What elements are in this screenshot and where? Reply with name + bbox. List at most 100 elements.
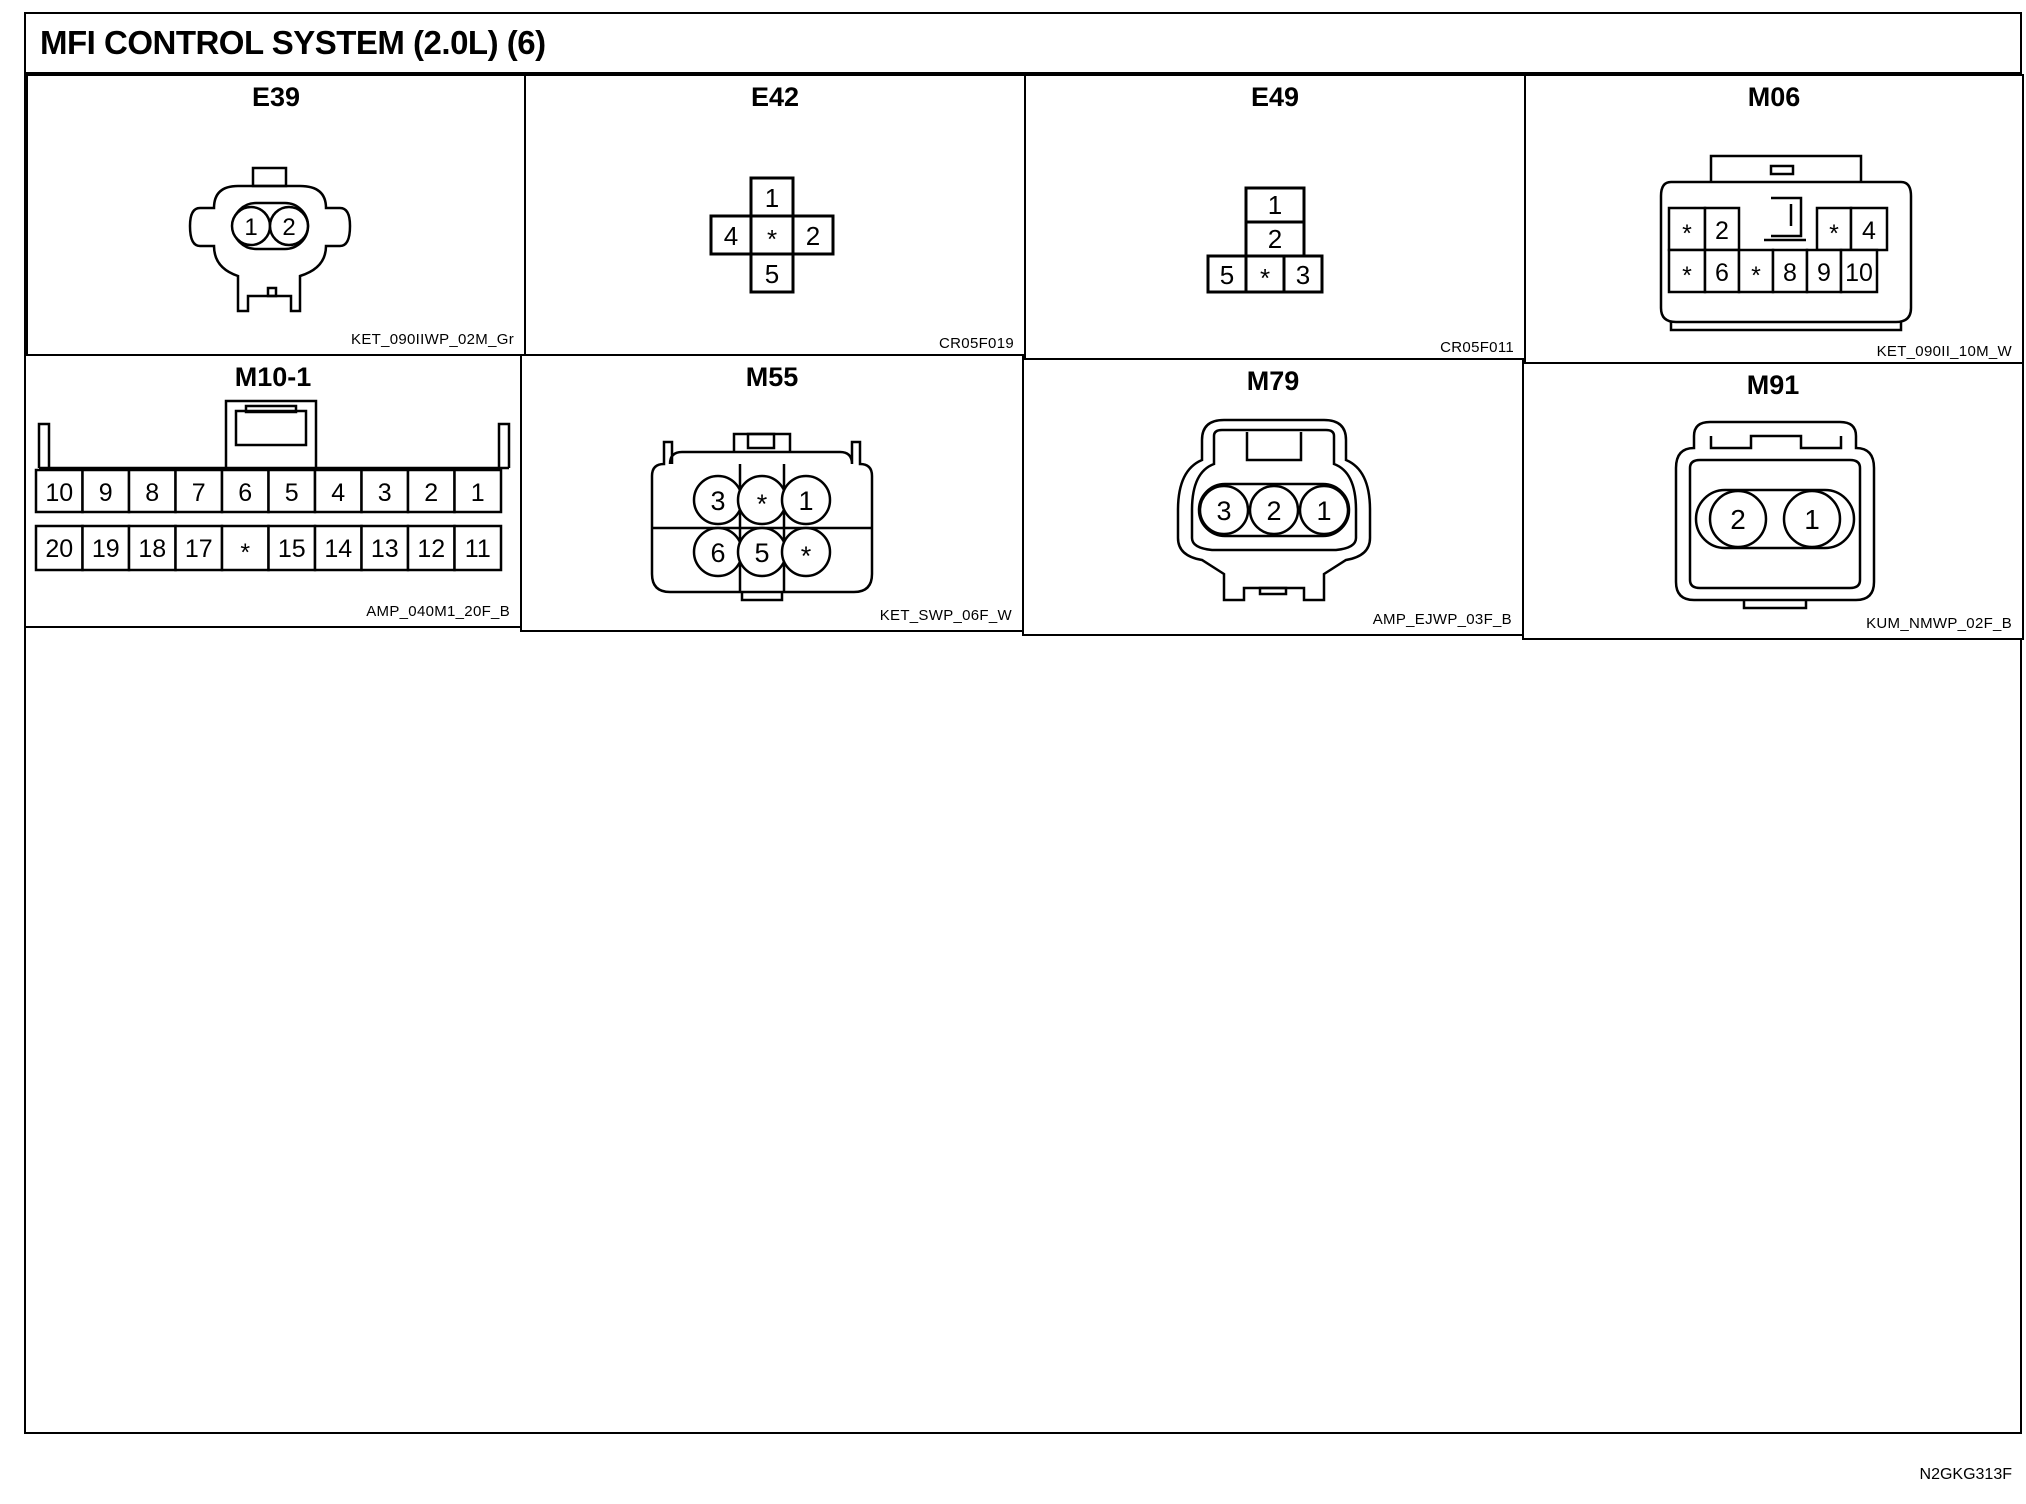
pin-13: 13 bbox=[371, 535, 399, 563]
pin-circle bbox=[780, 474, 832, 526]
part-number: AMP_040M1_20F_B bbox=[366, 603, 510, 620]
pin-cell bbox=[81, 468, 131, 514]
pin-12: 12 bbox=[417, 535, 445, 563]
pin-17: 17 bbox=[185, 535, 213, 563]
pin-2: 2 bbox=[1266, 496, 1281, 526]
pin-empty: * bbox=[757, 489, 768, 519]
pin-1: 1 bbox=[1316, 496, 1331, 526]
part-number: KET_090IIWP_02M_Gr bbox=[351, 331, 514, 348]
pin-cell bbox=[81, 524, 131, 572]
part-number: KET_SWP_06F_W bbox=[879, 607, 1012, 624]
connector-e42-drawing: 1 4 * 2 5 bbox=[709, 176, 835, 294]
pin-1: 1 bbox=[1268, 190, 1282, 220]
pin-5: 5 bbox=[754, 538, 769, 568]
pin-cell bbox=[220, 468, 270, 514]
pin-empty: * bbox=[1682, 262, 1692, 290]
connector-name: E39 bbox=[251, 82, 301, 112]
pin-empty: * bbox=[1751, 262, 1761, 290]
connector-name: M06 bbox=[1747, 82, 1801, 112]
pin-circle bbox=[1298, 484, 1350, 536]
pin-circle bbox=[1198, 484, 1250, 536]
pin-cell bbox=[267, 468, 317, 514]
pin-empty: * bbox=[801, 541, 812, 571]
connector-name: E42 bbox=[750, 82, 800, 112]
pin-6: 6 bbox=[710, 538, 725, 568]
pin-3: 3 bbox=[378, 479, 392, 507]
part-number: KUM_NMWP_02F_B bbox=[1866, 615, 2012, 632]
pin-2: 2 bbox=[806, 221, 820, 251]
pin-5: 5 bbox=[765, 259, 779, 289]
header-bar: MFI CONTROL SYSTEM (2.0L) (6) bbox=[26, 14, 2020, 76]
pin-cell bbox=[360, 468, 410, 514]
pin-1: 1 bbox=[765, 183, 779, 213]
pin-3: 3 bbox=[1216, 496, 1231, 526]
pin-18: 18 bbox=[138, 535, 166, 563]
part-number: CR05F019 bbox=[939, 335, 1014, 352]
diagram-sheet: MFI CONTROL SYSTEM (2.0L) (6) E39 1 2 KE… bbox=[24, 12, 2024, 1434]
pin-cell bbox=[174, 468, 224, 514]
pin-4: 4 bbox=[724, 221, 738, 251]
pin-empty: * bbox=[1260, 263, 1270, 293]
pin-circle bbox=[1782, 489, 1842, 549]
pin-2: 2 bbox=[424, 479, 438, 507]
pin-cell bbox=[453, 524, 503, 572]
pin-10: 10 bbox=[1845, 259, 1873, 287]
connector-name: M79 bbox=[1246, 366, 1300, 396]
pin-3: 3 bbox=[710, 486, 725, 516]
connector-e49: E49 1 2 5 * 3 CR05F011 bbox=[1024, 74, 1526, 364]
pin-19: 19 bbox=[92, 535, 120, 563]
pin-6: 6 bbox=[238, 479, 252, 507]
pin-empty: * bbox=[1682, 220, 1692, 248]
pin-8: 8 bbox=[145, 479, 159, 507]
pin-circle bbox=[1708, 489, 1768, 549]
connector-e49-drawing: 1 2 5 * 3 bbox=[1206, 186, 1324, 294]
connector-m79-drawing: 3 2 1 bbox=[1176, 418, 1372, 602]
connector-name: M10-1 bbox=[234, 362, 312, 392]
connector-name: M91 bbox=[1746, 370, 1800, 400]
pin-10: 10 bbox=[45, 479, 73, 507]
pin-cell bbox=[453, 468, 503, 514]
pin-circle bbox=[780, 526, 832, 578]
pin-empty: * bbox=[767, 224, 777, 254]
drawing-code: N2GKG313F bbox=[1919, 1466, 2012, 1483]
pin-4: 4 bbox=[1862, 217, 1876, 245]
connector-e39: E39 1 2 KET_090IIWP_02M_Gr bbox=[26, 74, 526, 356]
pin-2: 2 bbox=[268, 205, 310, 247]
pin-row: 3 2 1 bbox=[1198, 484, 1350, 536]
pin-cell bbox=[174, 524, 224, 572]
connector-name: M55 bbox=[745, 362, 799, 392]
pin-1: 1 bbox=[798, 486, 813, 516]
pin-20: 20 bbox=[45, 535, 73, 563]
part-number: AMP_EJWP_03F_B bbox=[1372, 611, 1512, 628]
svg-text:2: 2 bbox=[282, 214, 295, 241]
pin-8: 8 bbox=[1783, 259, 1797, 287]
pin-1: 1 bbox=[471, 479, 485, 507]
pin-9: 9 bbox=[99, 479, 113, 507]
pin-2: 2 bbox=[1715, 217, 1729, 245]
connector-e42: E42 1 4 * 2 5 CR05F019 bbox=[524, 74, 1026, 360]
part-number: KET_090II_10M_W bbox=[1876, 343, 2012, 360]
pin-circle bbox=[1248, 484, 1300, 536]
pin-1: 1 bbox=[1804, 504, 1820, 535]
pin-7: 7 bbox=[192, 479, 206, 507]
pin-14: 14 bbox=[324, 535, 352, 563]
connector-e39-drawing: 1 2 bbox=[188, 166, 352, 313]
pin-3: 3 bbox=[1296, 260, 1310, 290]
part-number: CR05F011 bbox=[1440, 339, 1514, 356]
pin-15: 15 bbox=[278, 535, 306, 563]
pin-empty: * bbox=[1829, 220, 1839, 248]
connector-m06-drawing: * 2 * 4 * 6 * 8 9 10 bbox=[1659, 154, 1913, 332]
pin-5: 5 bbox=[1220, 260, 1234, 290]
pin-5: 5 bbox=[285, 479, 299, 507]
pin-2: 2 bbox=[1268, 224, 1282, 254]
